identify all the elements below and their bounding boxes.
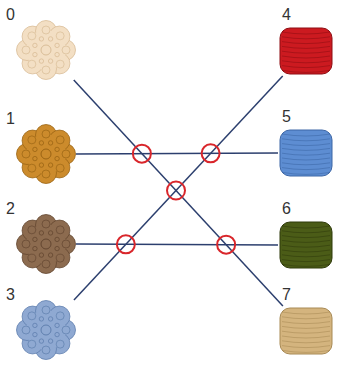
connector-line: [76, 243, 278, 245]
doily-shape: [16, 214, 76, 274]
connector-line: [76, 152, 278, 154]
crossing-circle: [167, 182, 185, 200]
doily-picture: 1: [16, 124, 76, 184]
yarn-shape: [278, 128, 334, 178]
yarn-ball: 6: [278, 220, 334, 270]
callout-number: 0: [6, 6, 15, 24]
crossing-circle: [217, 236, 235, 254]
callout-number: 2: [6, 200, 15, 218]
callout-number: 1: [6, 110, 15, 128]
yarn-shape: [278, 26, 334, 76]
doily-shape: [16, 20, 76, 80]
doily-shape: [16, 300, 76, 360]
doily-picture: 0: [16, 20, 76, 80]
yarn-ball: 4: [278, 26, 334, 76]
connector-line: [74, 80, 283, 306]
callout-number: 7: [282, 286, 291, 304]
doily-picture: 2: [16, 214, 76, 274]
crossing-circle: [117, 235, 135, 253]
callout-number: 3: [6, 286, 15, 304]
yarn-shape: [278, 306, 334, 356]
doily-shape: [16, 124, 76, 184]
crossing-circle: [133, 145, 151, 163]
doily-picture: 3: [16, 300, 76, 360]
connector-line: [74, 76, 283, 300]
yarn-ball: 5: [278, 128, 334, 178]
yarn-ball: 7: [278, 306, 334, 356]
callout-number: 6: [282, 200, 291, 218]
yarn-shape: [278, 220, 334, 270]
crossing-circle: [202, 144, 220, 162]
callout-number: 4: [282, 6, 291, 24]
callout-number: 5: [282, 108, 291, 126]
